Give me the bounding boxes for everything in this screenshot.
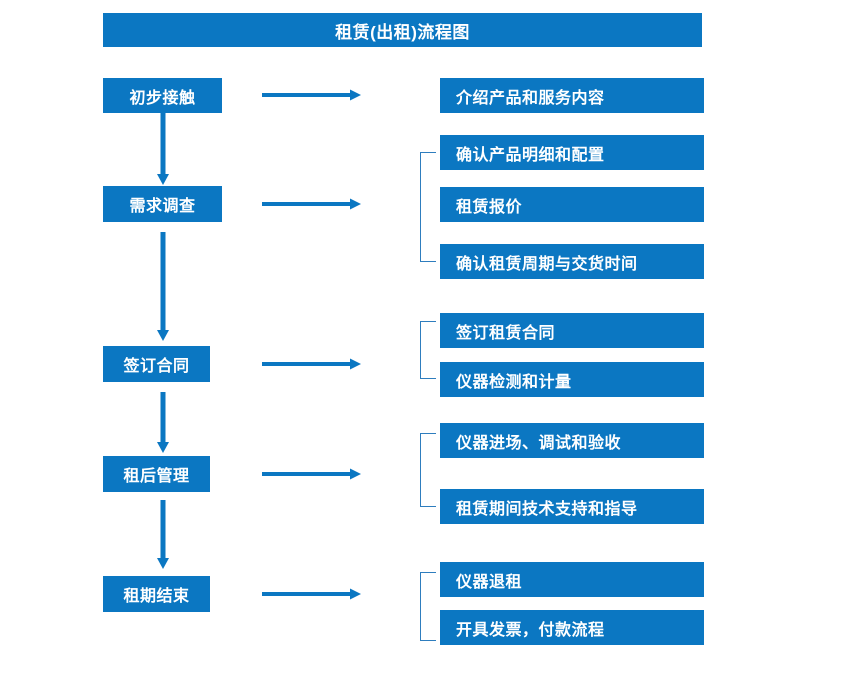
stage-box-4[interactable]: 租后管理 — [103, 456, 210, 492]
group-bracket-4 — [420, 433, 436, 507]
detail-box-3-2[interactable]: 仪器检测和计量 — [440, 362, 704, 397]
stage-label-5: 租期结束 — [123, 588, 190, 605]
detail-label-3-1: 签订租赁合同 — [456, 324, 556, 342]
stage-label-3: 签订合同 — [123, 358, 190, 375]
detail-label-5-2: 开具发票，付款流程 — [456, 621, 605, 639]
arrow-right-icon-3 — [262, 357, 362, 371]
detail-label-5-1: 仪器退租 — [456, 573, 523, 591]
arrow-right-icon-5 — [262, 587, 362, 601]
arrow-down-icon-4 — [156, 500, 170, 570]
detail-label-4-2: 租赁期间技术支持和指导 — [456, 500, 638, 518]
arrow-right-icon-1 — [262, 88, 362, 102]
arrow-right-icon-4 — [262, 467, 362, 481]
group-bracket-5 — [420, 572, 436, 641]
group-bracket-3 — [420, 321, 436, 379]
detail-box-2-1[interactable]: 确认产品明细和配置 — [440, 135, 704, 170]
detail-label-3-2: 仪器检测和计量 — [456, 373, 572, 391]
stage-box-2[interactable]: 需求调查 — [103, 186, 222, 222]
stage-label-1: 初步接触 — [129, 89, 196, 107]
stage-label-4: 租后管理 — [123, 468, 190, 485]
detail-label-1-1: 介绍产品和服务内容 — [456, 89, 605, 107]
detail-label-2-2: 租赁报价 — [456, 198, 523, 216]
detail-box-4-1[interactable]: 仪器进场、调试和验收 — [440, 423, 704, 458]
detail-label-2-1: 确认产品明细和配置 — [456, 146, 605, 164]
detail-box-3-1[interactable]: 签订租赁合同 — [440, 313, 704, 348]
arrow-down-icon-3 — [156, 392, 170, 454]
stage-box-3[interactable]: 签订合同 — [103, 346, 210, 382]
arrow-right-icon-2 — [262, 197, 362, 211]
detail-label-2-3: 确认租赁周期与交货时间 — [456, 255, 638, 273]
arrow-down-icon-2 — [156, 232, 170, 342]
detail-box-2-2[interactable]: 租赁报价 — [440, 187, 704, 222]
detail-label-4-1: 仪器进场、调试和验收 — [456, 434, 622, 452]
detail-box-1-1[interactable]: 介绍产品和服务内容 — [440, 78, 704, 113]
arrow-down-icon-1 — [156, 113, 170, 186]
stage-label-2: 需求调查 — [129, 198, 196, 215]
detail-box-5-2[interactable]: 开具发票，付款流程 — [440, 610, 704, 645]
diagram-title: 租赁(出租)流程图 — [335, 22, 470, 42]
diagram-title-bar: 租赁(出租)流程图 — [103, 13, 702, 47]
detail-box-2-3[interactable]: 确认租赁周期与交货时间 — [440, 244, 704, 279]
stage-box-1[interactable]: 初步接触 — [103, 78, 222, 113]
detail-box-4-2[interactable]: 租赁期间技术支持和指导 — [440, 489, 704, 524]
detail-box-5-1[interactable]: 仪器退租 — [440, 562, 704, 597]
group-bracket-2 — [420, 152, 436, 262]
stage-box-5[interactable]: 租期结束 — [103, 576, 210, 612]
